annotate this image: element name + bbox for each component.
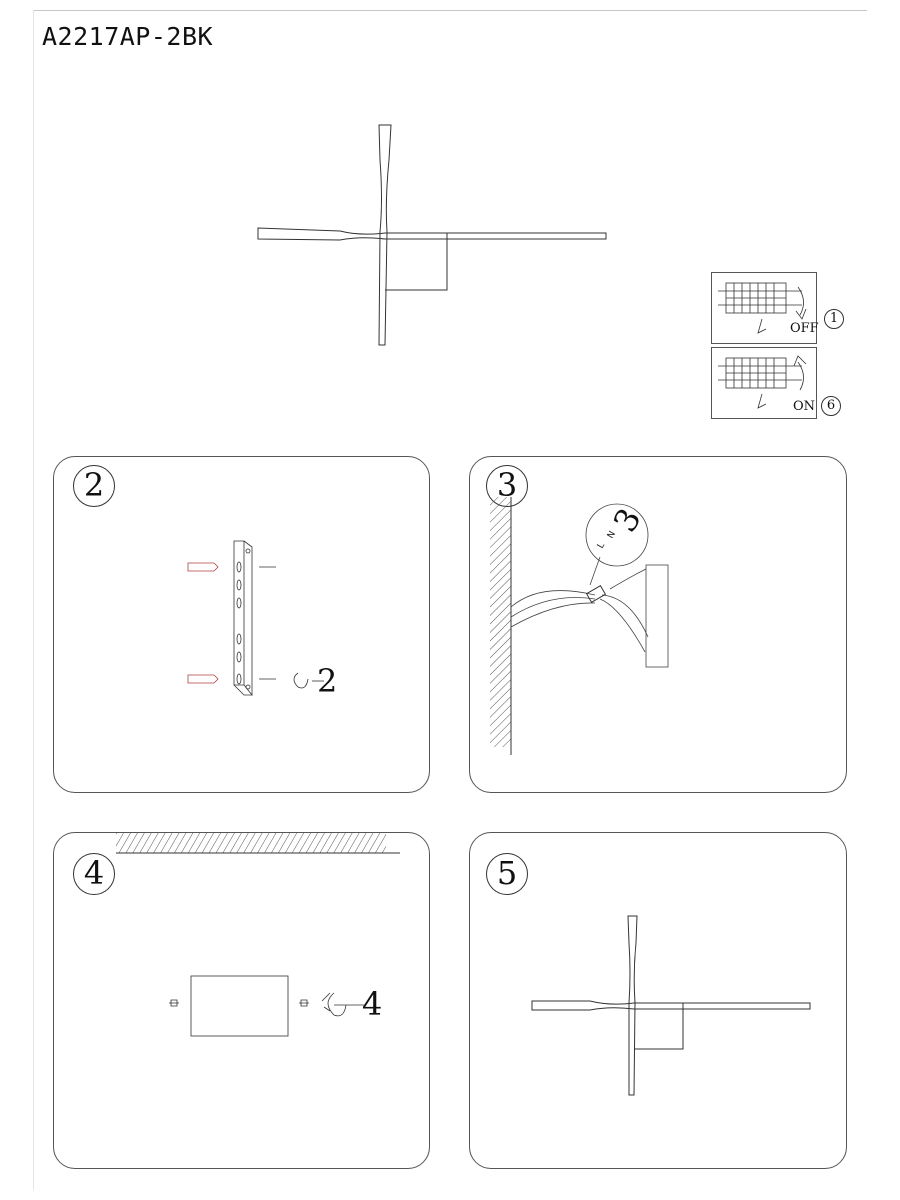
model-number: A2217AP-2BK (42, 22, 214, 51)
step-number: 4 (73, 853, 115, 895)
step-3-panel: 3 L N 3 (469, 456, 847, 793)
step-6-marker: 6 (821, 396, 841, 416)
step-number: 5 (486, 853, 528, 895)
step-1-marker: 1 (824, 309, 844, 329)
step-4-panel: 4 4 (53, 832, 430, 1169)
ceiling-hatch (116, 833, 386, 853)
step-2-callout: 2 (317, 662, 338, 700)
step-number: 2 (73, 465, 115, 507)
step-2-panel: 2 2 (53, 456, 430, 793)
step-5-panel: 5 (469, 832, 847, 1169)
terminal-n-label: N (606, 530, 618, 541)
page-frame (33, 10, 867, 1190)
step-4-callout: 4 (362, 985, 383, 1023)
breaker-off-diagram (711, 272, 817, 344)
off-label: OFF (790, 321, 819, 336)
wall-hatch (490, 497, 511, 747)
on-label: ON (793, 399, 816, 414)
terminal-l-label: L (596, 541, 607, 550)
breaker-on-diagram (711, 347, 817, 419)
